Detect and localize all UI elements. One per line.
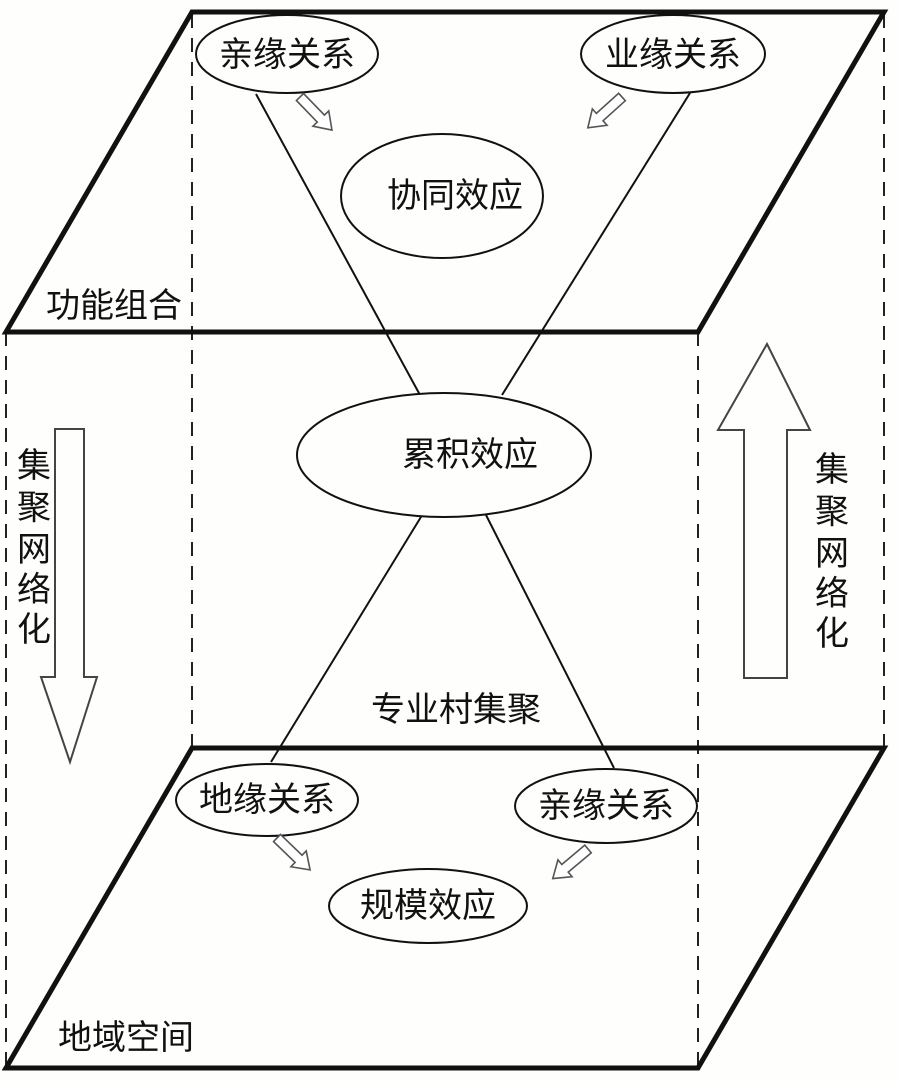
bottom-plane-label: 地域空间 <box>58 1018 194 1058</box>
right-arrow-char: 化 <box>815 614 849 654</box>
dashed-edges <box>5 14 885 1068</box>
right-arrow-char: 聚 <box>815 492 849 532</box>
top-plane <box>1 9 889 335</box>
right-arrow-char: 网 <box>815 534 849 574</box>
right-arrow-char: 集 <box>815 450 849 490</box>
labels: 亲缘关系 业缘关系 协同效应 累积效应 地缘关系 亲缘关系 规模效应 专业村集聚… <box>17 35 849 1058</box>
left-arrow-char: 络 <box>17 570 51 610</box>
line-top-right-to-center <box>501 92 691 396</box>
line-top-left-to-center <box>255 93 421 396</box>
middle-label: 专业村集聚 <box>371 690 541 730</box>
arrow-bottom-left-icon <box>272 833 312 871</box>
node-middle-center-label: 累积效应 <box>402 435 538 475</box>
left-arrow-char: 化 <box>17 610 51 650</box>
left-arrow-char: 聚 <box>17 488 51 528</box>
right-up-arrow-icon <box>716 341 812 679</box>
top-plane-label: 功能组合 <box>46 286 182 326</box>
node-top-left-label: 亲缘关系 <box>219 35 355 75</box>
node-bottom-left-label: 地缘关系 <box>199 780 335 820</box>
bottom-plane <box>1 745 889 1071</box>
left-down-arrow-icon <box>39 428 99 766</box>
right-arrow-label: 集 聚 网 络 化 <box>815 450 849 654</box>
small-arrows <box>272 92 627 880</box>
right-arrow-char: 络 <box>815 574 849 614</box>
node-bottom-center-ellipse <box>328 868 528 944</box>
left-arrow-char: 集 <box>17 446 51 486</box>
node-top-right-ellipse <box>580 14 766 94</box>
connector-lines <box>255 92 691 769</box>
line-center-to-bottom-left <box>270 511 425 763</box>
line-center-to-bottom-right <box>485 514 615 769</box>
node-bottom-left-ellipse <box>175 763 359 837</box>
node-top-left-ellipse <box>195 14 379 94</box>
node-top-center-label: 协同效应 <box>387 176 523 216</box>
node-bottom-right-ellipse <box>514 768 698 844</box>
node-bottom-center-label: 规模效应 <box>360 886 496 926</box>
node-middle-center-ellipse <box>296 392 592 518</box>
arrow-top-left-icon <box>295 92 333 132</box>
arrow-bottom-right-icon <box>551 844 593 880</box>
left-arrow-label: 集 聚 网 络 化 <box>17 446 51 650</box>
node-bottom-right-label: 亲缘关系 <box>538 786 674 826</box>
node-top-center-ellipse <box>340 133 544 259</box>
node-top-right-label: 业缘关系 <box>605 35 741 75</box>
left-arrow-char: 网 <box>17 530 51 570</box>
nodes <box>175 14 766 944</box>
arrow-top-right-icon <box>586 92 627 129</box>
